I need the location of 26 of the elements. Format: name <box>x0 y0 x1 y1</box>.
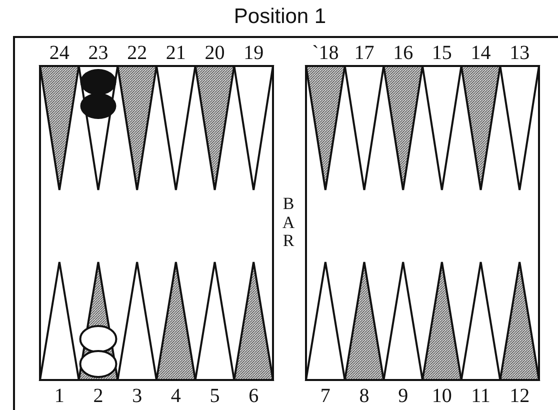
point-number: 20 <box>204 43 225 63</box>
point-number: 9 <box>398 386 408 406</box>
point-number: 21 <box>166 43 186 63</box>
point-number: 15 <box>432 43 452 63</box>
point-number: `18 <box>312 43 339 63</box>
point-number: 24 <box>49 43 70 63</box>
point-number: 8 <box>359 386 370 406</box>
point-number: 1 <box>54 386 64 406</box>
point-number: 14 <box>470 43 491 63</box>
point-number: 22 <box>127 43 148 63</box>
bar-label: BAR <box>281 195 296 252</box>
point-number: 13 <box>510 43 530 63</box>
point-number: 19 <box>244 43 264 63</box>
point-number: 7 <box>320 386 330 406</box>
point-number: 16 <box>393 43 414 63</box>
point-number: 12 <box>510 386 530 406</box>
point-number: 2 <box>93 386 104 406</box>
point-number: 23 <box>88 43 108 63</box>
point-number: 6 <box>248 386 259 406</box>
point-number: 17 <box>354 43 374 63</box>
point-number: 4 <box>170 386 181 406</box>
point-number: 10 <box>432 386 452 406</box>
point-number: 5 <box>210 386 220 406</box>
title: Position 1 <box>234 5 326 29</box>
point-number: 3 <box>132 386 142 406</box>
point-number: 11 <box>471 386 490 406</box>
